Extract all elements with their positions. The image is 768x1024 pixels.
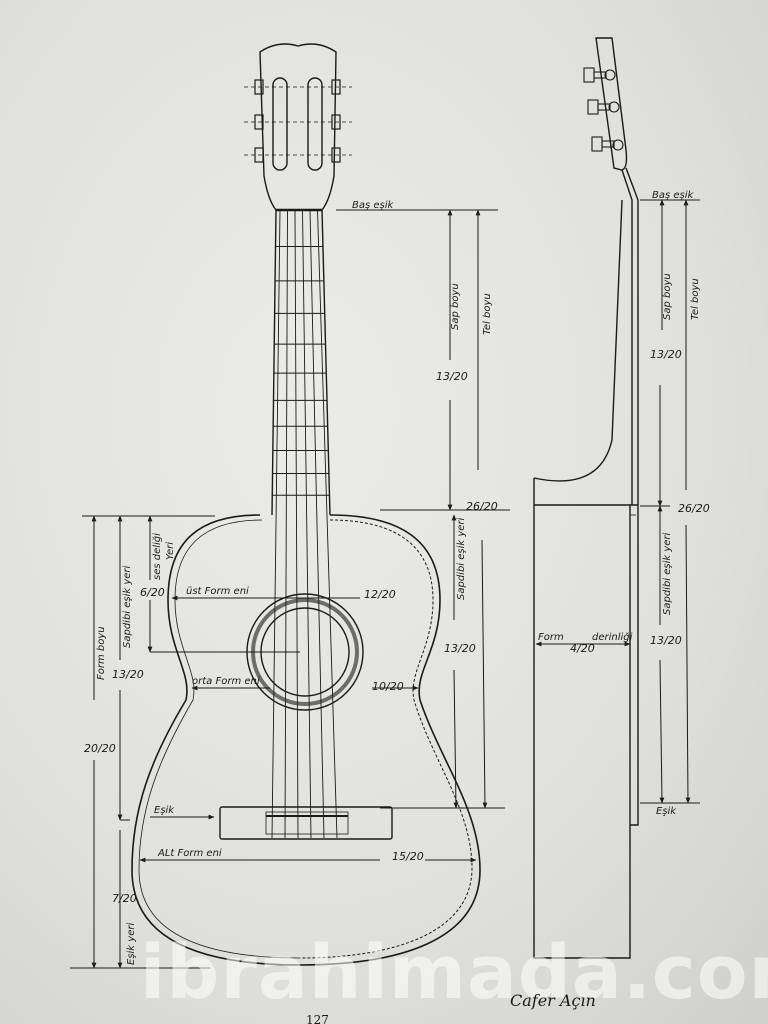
headstock-slot-right	[307, 77, 323, 171]
label-sap-boyu-side: Sap boyu	[662, 273, 673, 320]
label-bas-esik: Baş eşik	[352, 200, 395, 211]
fraction-26-20-side: 26/20	[678, 502, 710, 515]
label-sapdibi-esik-yeri-side: Sapdibi eşik yeri	[662, 532, 673, 615]
label-alt-form-eni: ALt Form eni	[157, 848, 222, 859]
author-signature: Cafer Açın	[510, 991, 596, 1010]
fraction-15-20: 15/20	[392, 850, 424, 863]
side-heel	[533, 199, 623, 482]
fraction-13-20-body-right: 13/20	[444, 642, 476, 655]
label-esik-yeri: Eşik yeri	[126, 923, 137, 965]
headstock-outline	[259, 43, 337, 211]
label-esik-side: Eşik	[656, 806, 677, 817]
bridge-tie-block	[265, 811, 349, 835]
label-ses-deligi-yeri: Yeri	[165, 542, 176, 560]
side-dimensions	[535, 199, 700, 804]
fraction-13-20-neck: 13/20	[436, 370, 468, 383]
label-tel-boyu-side: Tel boyu	[690, 278, 701, 320]
guitar-string	[294, 209, 299, 839]
guitar-string	[309, 209, 325, 839]
label-derinligi: derinliği	[592, 632, 633, 643]
label-ses-deligi: ses deliği	[152, 533, 163, 580]
fraction-12-20: 12/20	[364, 588, 396, 601]
watermark-text: ibrahimada.com	[140, 930, 768, 1016]
fraction-7-20: 7/20	[112, 892, 137, 905]
body-outline	[131, 514, 481, 966]
label-sapdibi-esik-yeri-left: Sapdibi eşik yeri	[122, 565, 133, 648]
guitar-string	[317, 209, 338, 839]
fraction-20-20: 20/20	[84, 742, 116, 755]
body-binding-dashed	[299, 519, 473, 959]
side-neck	[621, 167, 639, 505]
label-bas-esik-side: Baş eşik	[652, 190, 695, 201]
label-esik-front: Eşik	[154, 805, 175, 816]
label-form-boyu: Form boyu	[96, 626, 107, 680]
guitar-strings	[271, 209, 338, 839]
fret-lines	[272, 246, 330, 496]
front-dimensions	[70, 209, 510, 969]
side-headstock	[595, 37, 628, 171]
fraction-10-20: 10/20	[372, 680, 404, 693]
headstock-slot-left	[272, 77, 288, 171]
guitar-string	[302, 209, 312, 839]
fraction-13-20-side-bottom: 13/20	[650, 634, 682, 647]
page-number: 127	[306, 1013, 329, 1024]
tuner-pegs-front	[244, 79, 352, 163]
label-sapdibi-esik-yeri-front: Sapdibi eşik yeri	[456, 517, 467, 600]
neck-outline	[271, 209, 331, 516]
guitar-string	[284, 209, 288, 839]
bridge	[219, 806, 393, 840]
body-inner-line	[138, 519, 301, 959]
fraction-26-20-front: 26/20	[466, 500, 498, 513]
label-sap-boyu: Sap boyu	[450, 283, 461, 330]
tuner-pegs-side	[583, 67, 624, 152]
side-body	[533, 478, 639, 959]
label-tel-boyu: Tel boyu	[482, 293, 493, 335]
label-form-side: Form	[538, 632, 564, 643]
guitar-string	[271, 209, 281, 839]
fraction-13-20-left: 13/20	[112, 668, 144, 681]
fraction-13-20-side-top: 13/20	[650, 348, 682, 361]
label-orta-form-eni: orta Form eni	[192, 676, 260, 687]
fraction-4-20: 4/20	[570, 642, 595, 655]
fraction-6-20: 6/20	[140, 586, 165, 599]
label-ust-form-eni: üst Form eni	[186, 586, 249, 597]
